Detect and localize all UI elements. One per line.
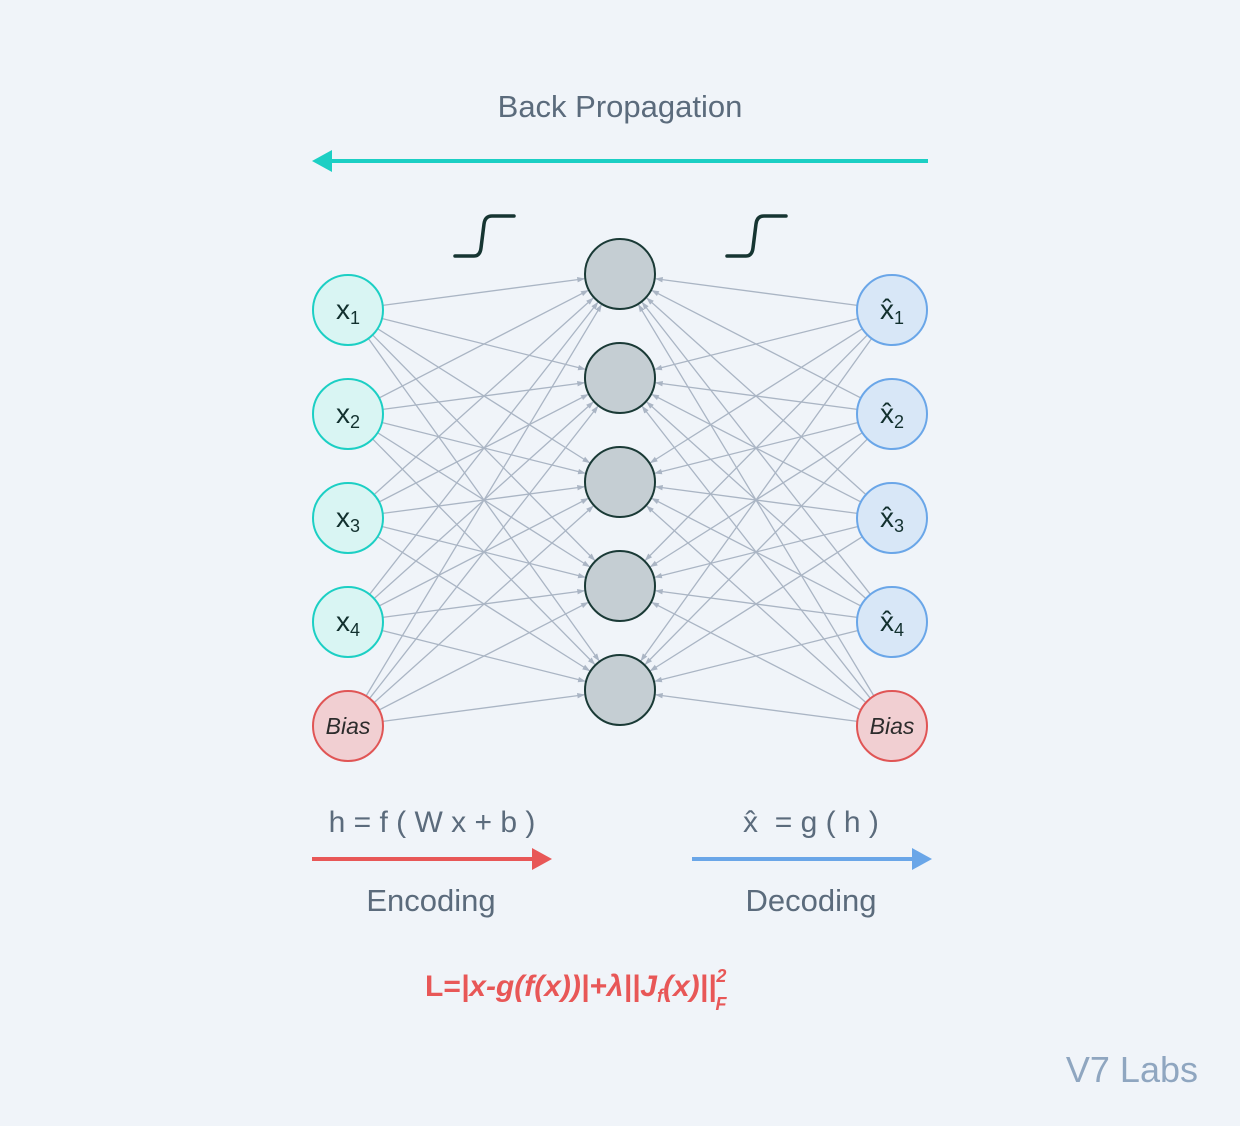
- output-node-xhat4-subscript: 4: [894, 620, 904, 640]
- decoding-arrow: [692, 848, 932, 870]
- connection-line: [382, 692, 586, 723]
- output-node-xhat3: x̂3: [856, 482, 928, 554]
- input-bias-node: Bias: [312, 690, 384, 762]
- connection-line: [638, 304, 875, 697]
- loss-norm-sub: F: [715, 994, 727, 1014]
- connection-line: [382, 276, 586, 307]
- output-node-xhat1-label: x̂1: [880, 294, 904, 328]
- watermark: V7 Labs: [1066, 1049, 1198, 1090]
- loss-body: |x-g(f(x))|+λ||J: [461, 970, 658, 1003]
- loss-lead: L=: [425, 970, 461, 1003]
- connection-line: [646, 297, 867, 496]
- encoding-formula: h = f ( W x + b ): [329, 806, 536, 839]
- input-node-x3-label: x3: [336, 502, 360, 536]
- input-node-x2-subscript: 2: [350, 412, 360, 432]
- hidden-node-4: [584, 550, 656, 622]
- loss-tail: (x)||: [663, 970, 716, 1003]
- output-node-xhat3-label: x̂3: [880, 502, 904, 536]
- connection-line: [641, 301, 871, 595]
- connection-line: [373, 297, 594, 496]
- input-bias-node-label: Bias: [326, 713, 371, 739]
- connection-line: [651, 601, 862, 711]
- connection-line: [654, 276, 858, 307]
- input-node-x4-label: x4: [336, 606, 360, 640]
- input-node-x1-label: x1: [336, 294, 360, 328]
- output-node-xhat4: x̂4: [856, 586, 928, 658]
- connection-line: [646, 505, 867, 704]
- output-node-xhat3-symbol: x̂: [880, 502, 894, 533]
- input-node-x2: x2: [312, 378, 384, 450]
- output-bias-node-label: Bias: [870, 713, 915, 739]
- input-node-x3-symbol: x: [336, 502, 350, 533]
- decoding-label: Decoding: [746, 883, 877, 918]
- input-node-x2-label: x2: [336, 398, 360, 432]
- output-node-xhat1: x̂1: [856, 274, 928, 346]
- output-node-xhat3-subscript: 3: [894, 516, 904, 536]
- output-node-xhat4-label: x̂4: [880, 606, 904, 640]
- hidden-layer: [584, 238, 656, 726]
- decoding-formula: x̂ = g ( h ): [743, 806, 879, 839]
- hidden-node-2: [584, 342, 656, 414]
- loss-power: 2: [715, 966, 726, 986]
- input-node-x3: x3: [312, 482, 384, 554]
- input-node-x3-subscript: 3: [350, 516, 360, 536]
- output-node-xhat1-symbol: x̂: [880, 294, 894, 325]
- input-node-x1-symbol: x: [336, 294, 350, 325]
- output-node-xhat1-subscript: 1: [894, 308, 904, 328]
- input-node-x2-symbol: x: [336, 398, 350, 429]
- connection-line: [641, 405, 871, 699]
- loss-jacobian-sub: f: [657, 986, 665, 1006]
- connection-line: [369, 301, 599, 595]
- input-node-x1: x1: [312, 274, 384, 346]
- hidden-node-1: [584, 238, 656, 310]
- output-node-xhat2-subscript: 2: [894, 412, 904, 432]
- input-node-x4: x4: [312, 586, 384, 658]
- back-propagation-arrow: [312, 150, 928, 172]
- input-node-x1-subscript: 1: [350, 308, 360, 328]
- hidden-node-3: [584, 446, 656, 518]
- encoding-label: Encoding: [366, 883, 495, 918]
- connection-line: [378, 601, 589, 711]
- back-propagation-label: Back Propagation: [498, 89, 743, 124]
- connection-line: [365, 304, 602, 697]
- connection-line: [373, 505, 594, 704]
- connection-line: [654, 692, 858, 723]
- decoder-activation-icon: [725, 214, 788, 258]
- output-bias-node: Bias: [856, 690, 928, 762]
- hidden-node-5: [584, 654, 656, 726]
- output-node-xhat4-symbol: x̂: [880, 606, 894, 637]
- connection-line: [369, 405, 599, 699]
- connection-line: [651, 289, 862, 399]
- output-node-xhat2-symbol: x̂: [880, 398, 894, 429]
- connection-lines: [365, 276, 875, 723]
- encoder-activation-icon: [453, 214, 516, 258]
- input-node-x4-symbol: x: [336, 606, 350, 637]
- encoding-arrow: [312, 848, 552, 870]
- output-node-xhat2: x̂2: [856, 378, 928, 450]
- output-node-xhat2-label: x̂2: [880, 398, 904, 432]
- connection-line: [378, 289, 589, 399]
- input-node-x4-subscript: 4: [350, 620, 360, 640]
